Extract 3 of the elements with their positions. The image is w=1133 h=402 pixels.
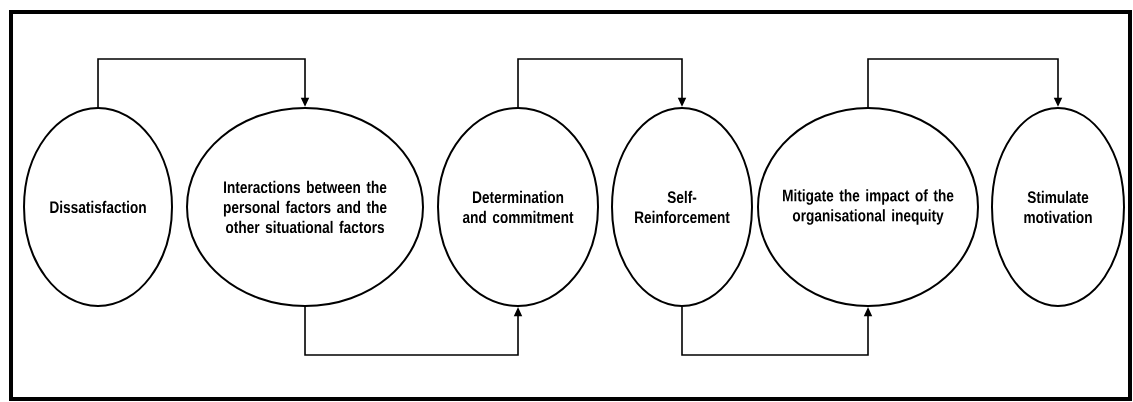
arrow xyxy=(517,58,687,108)
arrow xyxy=(97,58,310,108)
arrow xyxy=(867,58,1063,108)
